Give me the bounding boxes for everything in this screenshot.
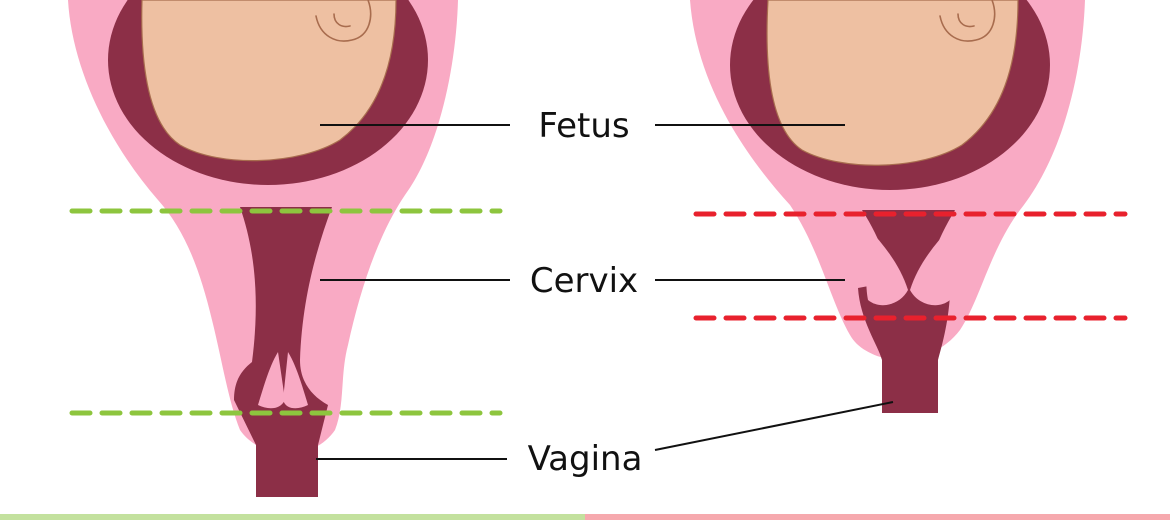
fetus-normal [141, 0, 397, 162]
fetus-ear-inner-normal [333, 13, 351, 28]
short-cervix-illustration [690, 0, 1128, 413]
vagina-label: Vagina [528, 439, 643, 479]
fetus-label: Fetus [538, 106, 629, 146]
fetus-ear-inner-short [957, 13, 975, 28]
normal-bar [0, 514, 585, 520]
short-bar [585, 514, 1170, 520]
fetus-ear-normal [315, 0, 372, 42]
cervix-label: Cervix [530, 261, 638, 301]
cervix-lips-normal-2 [283, 352, 308, 409]
leader-lines [316, 124, 894, 460]
cervix-lips-normal [258, 352, 285, 409]
cervix-lips-short-2 [910, 228, 952, 306]
fetus-short [766, 0, 1019, 166]
cervix-canal-normal [234, 207, 332, 497]
normal-cervix-illustration [68, 0, 503, 497]
fetus-ear-short [939, 0, 996, 42]
vagina-leader-right [654, 401, 894, 451]
cervix-lips-short [866, 228, 908, 306]
